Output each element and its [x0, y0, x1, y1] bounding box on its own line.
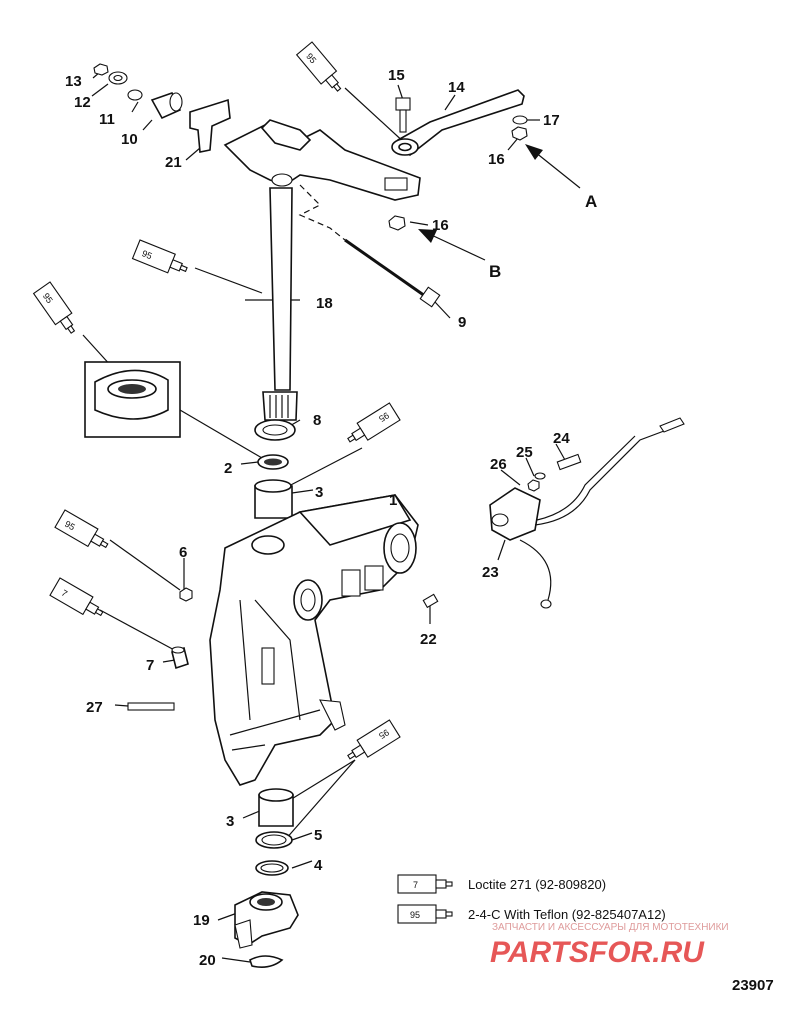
callout-label: 1: [389, 492, 397, 509]
callout-label: 24: [553, 430, 570, 447]
figure-number: 23907: [732, 977, 774, 994]
sealant-tube-icon: 95: [347, 719, 401, 760]
watermark: ЗАПЧАСТИ И АКСЕССУАРЫ ДЛЯ МОТОТЕХНИКИ PA…: [490, 922, 729, 969]
callout-label: 26: [490, 456, 507, 473]
svg-text:95: 95: [140, 248, 153, 261]
callout-label: 19: [193, 912, 210, 929]
trim-sender: [489, 417, 685, 609]
view-letter-a: A: [585, 192, 597, 211]
callout-label: 27: [86, 699, 103, 716]
swivel-bracket: [209, 494, 419, 786]
lower-yoke: [234, 891, 299, 949]
callout-label: 18: [316, 295, 333, 312]
legend-item-label: 2-4-C With Teflon (92-825407A12): [468, 907, 666, 922]
callout-label: 8: [313, 412, 321, 429]
legend-tube-icon: 95: [397, 904, 453, 924]
retaining-ring: [255, 860, 289, 876]
callout-label: 4: [314, 857, 323, 874]
svg-text:7: 7: [60, 588, 69, 599]
svg-text:95: 95: [377, 727, 391, 741]
swivel-shaft: [262, 187, 298, 421]
bolt: [395, 97, 411, 133]
lower-bushing: [258, 788, 294, 827]
legend: 7 Loctite 271 (92-809820) 95 2-4-C With …: [397, 874, 666, 924]
callout-label: 25: [516, 444, 533, 461]
svg-text:7: 7: [413, 880, 418, 890]
callout-labels: 1 2 3 3 4 5 6 7 8 9 10 11 12 13 14 15 16…: [65, 67, 570, 969]
bushing: [93, 63, 183, 120]
svg-text:95: 95: [304, 51, 318, 65]
screw: [527, 453, 582, 492]
callout-label: 9: [458, 314, 466, 331]
svg-text:95: 95: [63, 519, 77, 533]
sealant-tube-icon: 95: [347, 402, 401, 443]
callout-label: 5: [314, 827, 322, 844]
callout-label: 11: [99, 111, 115, 128]
callout-label: 21: [165, 154, 182, 171]
callout-label: 15: [388, 67, 405, 84]
view-letter-b: B: [489, 262, 501, 281]
callout-label: 12: [74, 94, 91, 111]
callout-label: 14: [448, 79, 465, 96]
seal-detail-inset: [84, 361, 181, 438]
steering-cradle: [223, 119, 421, 201]
callout-label: 23: [482, 564, 499, 581]
sealant-tube-icon: 95: [54, 509, 109, 549]
upper-bushing: [254, 479, 293, 519]
sealant-tube-icon: 95: [32, 281, 76, 334]
view-arrows: [418, 144, 581, 261]
callout-label: 10: [121, 131, 138, 148]
thrust-washer: [255, 831, 293, 849]
callout-label: 16: [488, 151, 505, 168]
watermark-brand: PARTSFOR.RU: [490, 936, 705, 969]
callout-label: 2: [224, 460, 232, 477]
bracket: [189, 98, 231, 153]
callout-label: 3: [226, 813, 234, 830]
legend-item-label: Loctite 271 (92-809820): [468, 877, 606, 892]
svg-text:95: 95: [41, 291, 55, 305]
dowel-pin: [127, 646, 189, 711]
steering-arm: [391, 89, 525, 157]
screw: [179, 587, 439, 609]
callout-label: 6: [179, 544, 187, 561]
sealant-tube-icon: 95: [131, 239, 188, 274]
thrust-washer: [254, 419, 296, 441]
svg-text:95: 95: [377, 410, 391, 424]
callout-label: 13: [65, 73, 82, 90]
callout-label: 7: [146, 657, 154, 674]
callout-label: 20: [199, 952, 216, 969]
svg-text:95: 95: [410, 910, 420, 920]
sealant-tube-icon: 7: [49, 577, 104, 617]
oil-seal: [257, 454, 289, 470]
callout-label: 16: [432, 217, 449, 234]
watermark-tagline: ЗАПЧАСТИ И АКСЕССУАРЫ ДЛЯ МОТОТЕХНИКИ: [492, 922, 729, 933]
tie-bolt: [298, 184, 441, 308]
sealant-tube-icon: 95: [295, 41, 342, 92]
legend-tube-icon: 7: [397, 874, 453, 894]
retaining-ring: [249, 955, 284, 968]
callout-label: 22: [420, 631, 437, 648]
callout-label: 17: [543, 112, 560, 129]
nut: [388, 115, 528, 231]
callout-label: 3: [315, 484, 323, 501]
